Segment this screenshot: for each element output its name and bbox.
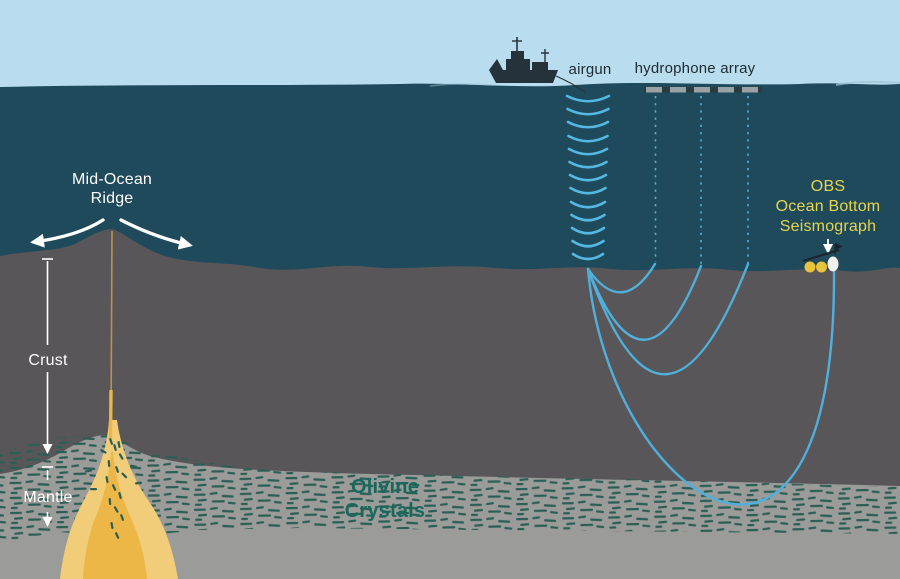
obs-buoy	[827, 256, 839, 272]
ray-path-shallow	[586, 262, 657, 294]
hydrophone-drop-lines	[654, 96, 749, 264]
mantle-label-text: Mantle	[23, 489, 73, 506]
hydrophone-streamer-icon	[644, 87, 762, 93]
obs-flag	[835, 243, 843, 250]
ridge-label-line2: Ridge	[90, 190, 134, 207]
olivine-crystals-label: Olivine Crystals	[315, 475, 455, 523]
sound-wave-arc	[566, 107, 610, 116]
crust-label: Crust	[8, 351, 88, 370]
olivine-crystal-band	[0, 434, 900, 542]
obs-label-line3: Seismograph	[779, 218, 877, 235]
sound-wave-arc	[569, 200, 607, 209]
surface-wave-highlight	[429, 82, 493, 87]
hydrophone-segment	[718, 87, 734, 93]
spreading-arrow-left-icon	[30, 218, 105, 248]
depth-scale-lines	[42, 258, 53, 527]
obs-label-line2: Ocean Bottom	[775, 198, 881, 215]
magma-plume-inner	[83, 452, 147, 579]
ridge-label-line1: Mid-Ocean	[71, 171, 153, 188]
crust-label-text: Crust	[28, 352, 68, 369]
ship-bridge	[511, 51, 524, 60]
obs-label-line1: OBS	[810, 178, 846, 195]
sound-wave-arc	[566, 120, 610, 129]
airgun-label: airgun	[550, 60, 630, 79]
sound-wave-arc	[570, 213, 606, 222]
ship-bow	[489, 59, 503, 70]
magma-conduit-lower	[108, 389, 113, 441]
ship-hull	[489, 70, 558, 83]
hydrophone-array-label-text: hydrophone array	[634, 60, 756, 77]
ray-path-deep	[586, 262, 750, 376]
mid-ocean-ridge-label: Mid-Ocean Ridge	[42, 170, 182, 208]
hydrophone-segment	[742, 87, 758, 93]
sound-wave-arc	[565, 94, 611, 103]
obs-label: OBS Ocean Bottom Seismograph	[758, 177, 898, 237]
obs-float-right	[816, 261, 827, 273]
sound-wave-arc	[571, 239, 605, 248]
sound-wave-arc	[567, 147, 609, 156]
ship-icon	[489, 37, 586, 93]
olivine-label-line2: Crystals	[344, 500, 426, 522]
sound-wave-arc	[567, 134, 609, 143]
sound-wave-arc	[568, 173, 608, 182]
ship-superstructure	[506, 59, 530, 71]
sound-wave-arc	[570, 226, 606, 235]
hydrophone-segment	[694, 87, 710, 93]
ship-aft-mast	[541, 49, 549, 62]
hydrophone-segment	[670, 87, 686, 93]
spreading-arrow-right-icon	[119, 218, 193, 250]
mantle-label: Mantle	[8, 488, 88, 507]
hydrophone-array-label: hydrophone array	[620, 59, 770, 78]
olivine-crystal-cluster	[85, 438, 142, 539]
surface-wave-highlight	[835, 80, 900, 86]
hydrophone-segment	[646, 87, 662, 93]
ship-aft-deck	[532, 62, 548, 71]
sound-wave-arc	[568, 160, 608, 169]
airgun-tow-line	[555, 75, 586, 93]
obs-frame-rod	[802, 248, 840, 263]
ray-path-mantle-to-obs	[586, 267, 836, 506]
magma-plume	[60, 230, 178, 579]
spreading-arrows	[30, 218, 193, 250]
olivine-label-line1: Olivine	[350, 476, 420, 498]
ray-path-middle	[586, 264, 703, 341]
seismic-ray-paths	[586, 262, 836, 506]
obs-device-icon	[802, 243, 843, 273]
sound-wave-arc	[571, 252, 605, 261]
obs-float-left	[804, 261, 816, 273]
airgun-waves-icon	[565, 94, 611, 261]
sound-wave-arc	[569, 186, 607, 195]
airgun-label-text: airgun	[568, 61, 612, 78]
